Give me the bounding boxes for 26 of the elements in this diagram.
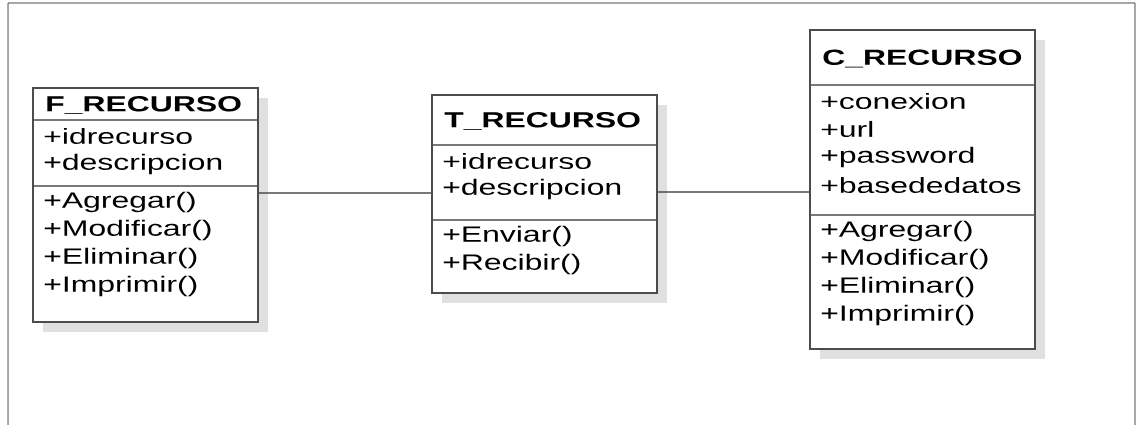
method-text: +Eliminar()	[44, 247, 197, 269]
method-text: +Modificar()	[44, 219, 211, 241]
attribute-text: +password	[821, 146, 974, 168]
class-name: T_RECURSO	[444, 111, 640, 130]
attribute-text: +idrecurso	[44, 127, 192, 145]
attribute-text: +idrecurso	[443, 152, 591, 170]
method-text: +Agregar()	[821, 220, 972, 242]
attribute-text: +conexion	[821, 92, 965, 110]
class-name: F_RECURSO	[47, 95, 241, 114]
method-text: +Recibir()	[443, 253, 580, 275]
class-box	[809, 29, 1045, 359]
attribute-text: +descripcion	[443, 178, 621, 200]
method-text: +Enviar()	[443, 225, 571, 247]
method-text: +Imprimir()	[44, 275, 197, 297]
attribute-text: +descripcion	[44, 153, 222, 175]
class-box	[431, 94, 667, 303]
connector-line	[258, 192, 432, 194]
method-text: +Agregar()	[44, 191, 195, 213]
method-text: +Imprimir()	[821, 304, 974, 326]
class-box	[32, 87, 268, 332]
connector-line	[657, 191, 810, 193]
method-text: +Eliminar()	[821, 276, 974, 298]
attribute-text: +url	[821, 120, 873, 138]
method-text: +Modificar()	[821, 248, 988, 270]
class-name: C_RECURSO	[823, 49, 1022, 68]
attribute-text: +basededatos	[821, 176, 1021, 194]
